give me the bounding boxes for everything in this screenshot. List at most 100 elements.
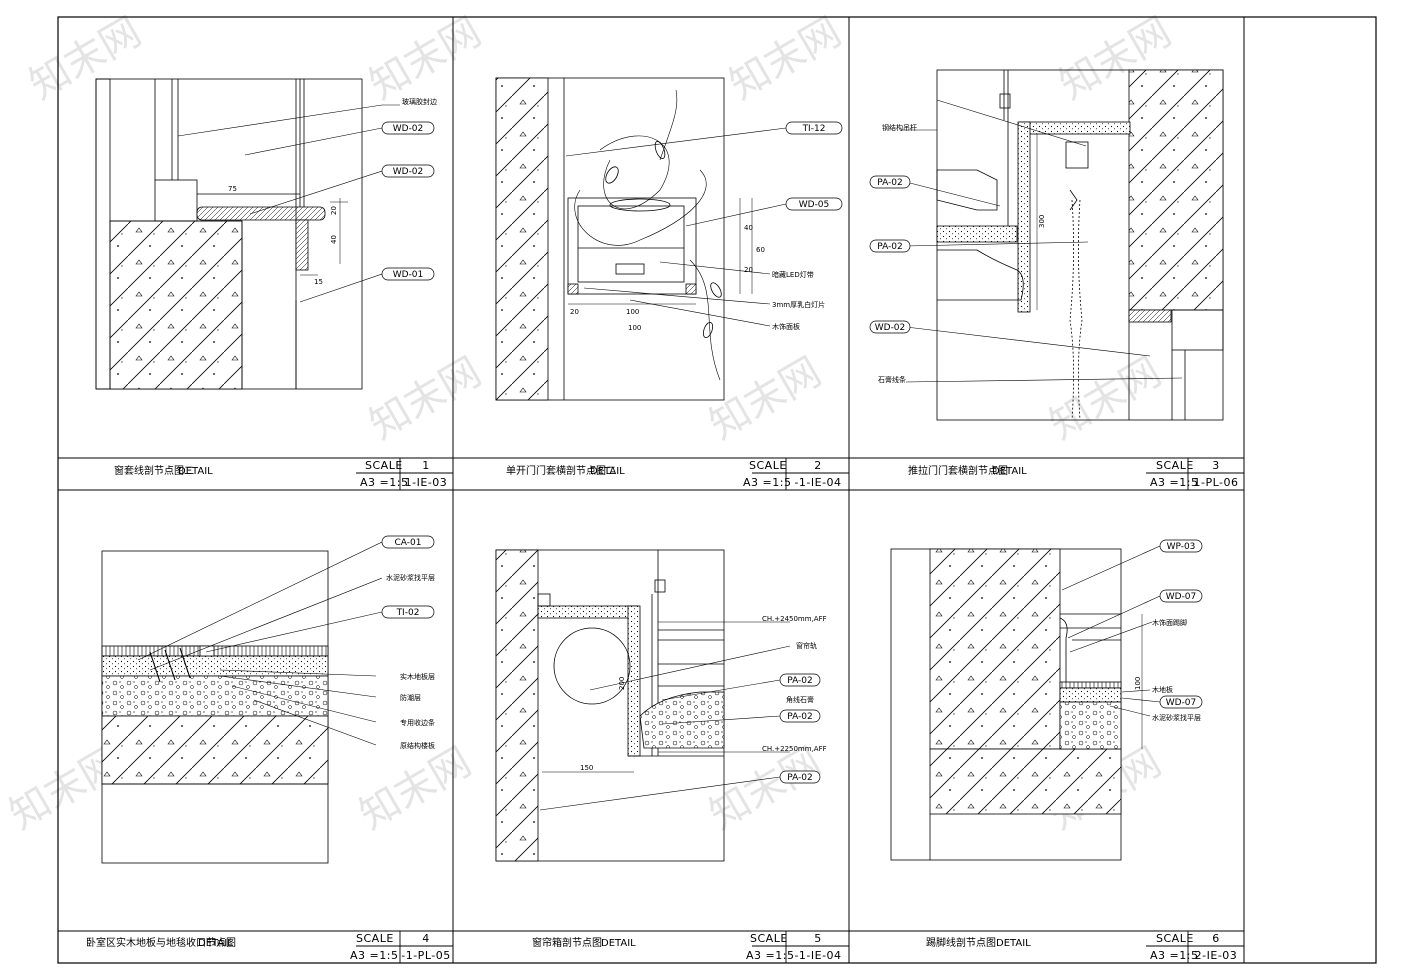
scale-ratio: A3 =1:5 <box>746 949 794 962</box>
detail-word: DETAIL <box>198 938 233 949</box>
note-label: 3mm厚乳白灯片 <box>772 300 825 309</box>
note-label: 专用收边条 <box>400 718 435 727</box>
material-tag: PA-02 <box>787 773 813 783</box>
watermark: 知末网 <box>22 9 149 109</box>
tag-group-6: WP-03 WD-07 木饰面踢脚 木地板 WD-07 水泥砂浆找平层 100 <box>1134 539 1203 722</box>
note-label: 木饰面踢脚 <box>1152 618 1187 627</box>
detail-panel-5: CH.+2450mm,AFF 窗帘轨 PA-02 角线石膏 PA-02 CH.+… <box>495 549 827 862</box>
scale-ratio: A3 =1:5 <box>360 476 408 489</box>
detail-number: 2 <box>814 459 822 472</box>
watermark: 知末网 <box>352 739 479 839</box>
detail-drawing-1 <box>95 78 363 390</box>
material-tag: PA-02 <box>787 712 813 722</box>
title-block-1: 窗套线剖节点图二 DETAIL SCALE 1 A3 =1:5 1-IE-03 <box>114 459 447 489</box>
note-label: 玻璃胶封边 <box>402 97 437 106</box>
note-label: 钢结构吊杆 <box>882 123 917 132</box>
dimension-label: 20 <box>744 266 753 274</box>
title-blocks <box>58 457 1244 963</box>
watermark: 知末网 <box>362 349 489 449</box>
material-tag: PA-02 <box>877 178 903 188</box>
dimension-label: 40 <box>744 224 753 232</box>
material-tag: WD-02 <box>393 124 424 134</box>
title-block-2: 单开门门套横剖节点图二 DETAIL SCALE 2 A3 =1:5 -1-IE… <box>506 459 841 489</box>
watermark: 知末网 <box>722 9 849 109</box>
dimension-label: 15 <box>314 278 323 286</box>
material-tag: WP-03 <box>1167 542 1196 552</box>
sheet-ref: -1-IE-04 <box>794 949 841 962</box>
sheet-ref: 1-IE-03 <box>405 476 448 489</box>
watermark: 知末网 <box>1042 349 1169 449</box>
detail-drawing-3 <box>936 69 1224 421</box>
watermark: 知末网 <box>362 9 489 109</box>
tag-group-5: CH.+2450mm,AFF 窗帘轨 PA-02 角线石膏 PA-02 CH.+… <box>580 615 827 784</box>
scale-ratio: A3 =1:5 <box>350 949 398 962</box>
tag-group-4: CA-01 水泥砂浆找平层 TI-02 实木地板层 防潮层 专用收边条 原结构楼… <box>381 535 435 750</box>
scale-label: SCALE <box>365 459 403 472</box>
detail-drawing-5 <box>495 549 725 862</box>
detail-title: 窗帘箱剖节点图 <box>532 936 602 949</box>
note-label: 角线石膏 <box>786 695 814 704</box>
ceiling-height-label: CH.+2250mm,AFF <box>762 745 827 753</box>
dimension-label: 200 <box>618 677 626 690</box>
dimension-label: 20 <box>570 308 579 316</box>
detail-panel-2: TI-12 WD-05 暗藏LED灯带 3mm厚乳白灯片 木饰面板 40 60 … <box>495 77 843 401</box>
material-tag: WD-07 <box>1166 698 1197 708</box>
scale-ratio: A3 =1:5 <box>1150 476 1198 489</box>
title-block-4: 卧室区实木地板与地毯收口节点图 DETAIL SCALE 4 A3 =1:5 -… <box>86 932 450 962</box>
dimension-label: 100 <box>1134 677 1142 690</box>
tag-group-2: TI-12 WD-05 暗藏LED灯带 3mm厚乳白灯片 木饰面板 40 60 … <box>570 121 843 332</box>
leaders-6 <box>1061 545 1161 717</box>
detail-number: 5 <box>814 932 822 945</box>
material-tag: WD-07 <box>1166 592 1197 602</box>
detail-panel-3: 钢结构吊杆 PA-02 PA-02 WD-02 石膏线条 300 <box>869 69 1224 421</box>
material-tag: WD-05 <box>799 200 830 210</box>
material-tag: TI-02 <box>396 608 420 618</box>
detail-word: DETAIL <box>992 466 1027 477</box>
dimension-label: 150 <box>580 764 593 772</box>
dimension-label: 100 <box>626 308 639 316</box>
material-tag: WD-02 <box>393 167 424 177</box>
detail-number: 3 <box>1212 459 1220 472</box>
detail-panel-4: CA-01 水泥砂浆找平层 TI-02 实木地板层 防潮层 专用收边条 原结构楼… <box>101 535 435 864</box>
note-label: 窗帘轨 <box>796 641 817 650</box>
leaders-5 <box>539 621 791 811</box>
detail-word: DETAIL <box>178 466 213 477</box>
scale-label: SCALE <box>1156 932 1194 945</box>
sheet-ref: 2-IE-03 <box>1195 949 1238 962</box>
detail-word: DETAIL <box>590 466 625 477</box>
material-tag: PA-02 <box>787 676 813 686</box>
material-tag: TI-12 <box>802 124 826 134</box>
scale-label: SCALE <box>749 459 787 472</box>
detail-title: 窗套线剖节点图二 <box>114 464 194 477</box>
leaders-2 <box>565 127 787 327</box>
detail-drawing-6 <box>890 548 1143 861</box>
note-label: 石膏线条 <box>878 375 906 384</box>
tag-group-3: 钢结构吊杆 PA-02 PA-02 WD-02 石膏线条 300 <box>869 123 1046 384</box>
scale-label: SCALE <box>1156 459 1194 472</box>
note-label: 防潮层 <box>400 693 421 702</box>
watermark: 知末网 <box>702 739 829 839</box>
dimension-label: 300 <box>1038 215 1046 228</box>
sheet-frame <box>57 16 1377 964</box>
material-tag: PA-02 <box>877 242 903 252</box>
scale-ratio: A3 =1:5 <box>1150 949 1198 962</box>
note-label: 原结构楼板 <box>400 741 435 750</box>
scale-label: SCALE <box>356 932 394 945</box>
tag-group-1: 玻璃胶封边 WD-02 WD-02 WD-01 75 20 40 15 <box>228 97 437 286</box>
note-label: 水泥砂浆找平层 <box>1152 713 1201 722</box>
title-block-6: 踢脚线剖节点图 DETAIL SCALE 6 A3 =1:5 2-IE-03 <box>926 932 1237 962</box>
sheet-ref: -1-IE-04 <box>794 476 841 489</box>
detail-number: 4 <box>422 932 430 945</box>
dimension-label: 75 <box>228 185 237 193</box>
detail-drawing-2 <box>495 77 753 401</box>
detail-word: DETAIL <box>996 938 1031 949</box>
dimension-label: 60 <box>756 246 765 254</box>
detail-title: 踢脚线剖节点图 <box>926 936 996 949</box>
scale-label: SCALE <box>750 932 788 945</box>
detail-title: 卧室区实木地板与地毯收口节点图 <box>86 936 236 949</box>
sheet-ref: 1-PL-06 <box>1193 476 1238 489</box>
note-label: 暗藏LED灯带 <box>772 270 814 279</box>
title-block-3: 推拉门门套横剖节点图 DETAIL SCALE 3 A3 =1:5 1-PL-0… <box>908 459 1238 489</box>
detail-title: 推拉门门套横剖节点图 <box>908 464 1008 477</box>
detail-word: DETAIL <box>601 938 636 949</box>
